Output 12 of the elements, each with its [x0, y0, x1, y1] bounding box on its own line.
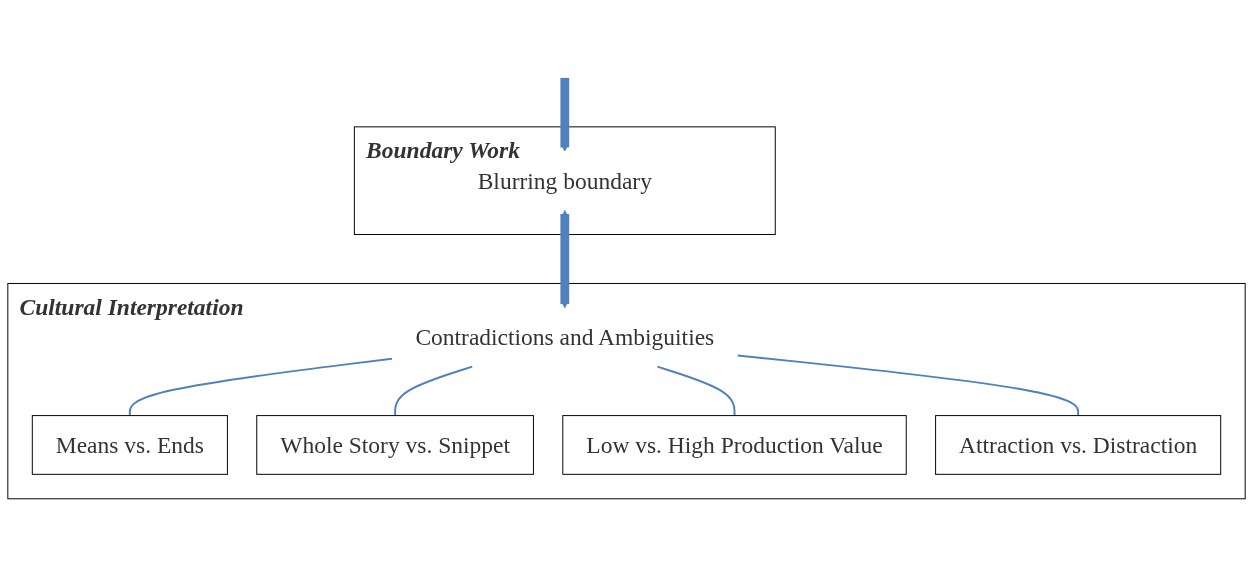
- arrow: [560, 210, 570, 309]
- node-text: Contradictions and Ambiguities: [415, 324, 715, 351]
- connector: [656, 365, 736, 417]
- connector: [128, 357, 393, 417]
- node-text: Blurring boundary: [477, 167, 652, 194]
- node-box: Means vs. Ends: [31, 415, 228, 475]
- node-box: Attraction vs. Distraction: [935, 415, 1222, 475]
- node-box: Low vs. High Production Value: [562, 415, 907, 475]
- connector: [394, 365, 474, 417]
- arrow: [560, 77, 570, 152]
- connector: [736, 354, 1080, 417]
- node-box: Whole Story vs. Snippet: [256, 415, 534, 475]
